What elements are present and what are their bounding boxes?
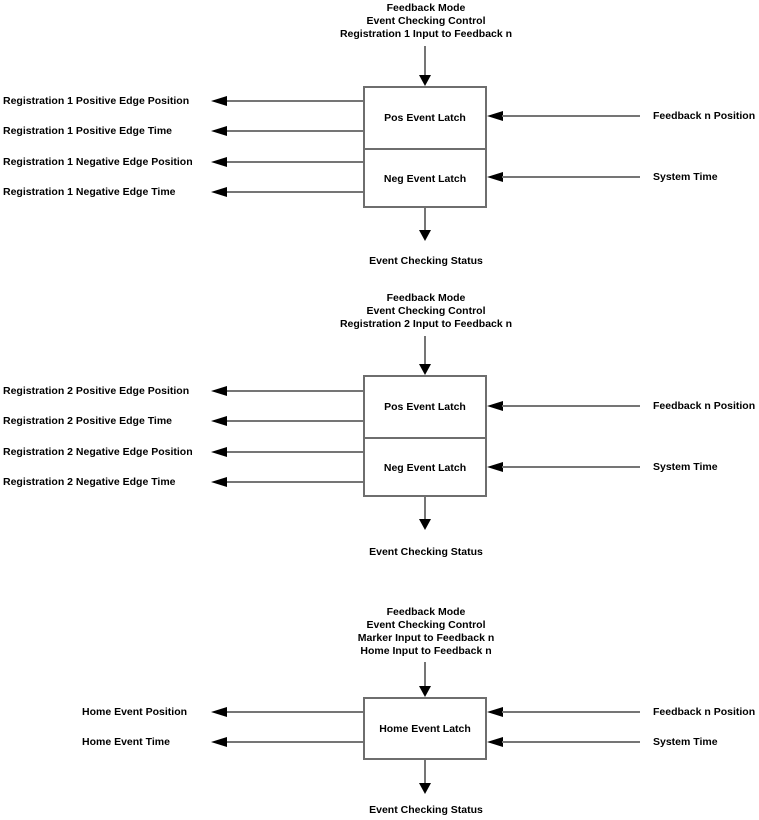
status-label: Event Checking Status — [369, 546, 483, 558]
left-output-arrowhead-icon — [211, 126, 227, 136]
diagram-header: Feedback Mode Event Checking Control Reg… — [226, 2, 626, 41]
header-line: Registration 1 Input to Feedback n — [339, 28, 513, 40]
event-latch-box: Pos Event Latch Neg Event Latch — [363, 86, 487, 208]
header-line: Event Checking Control — [366, 619, 486, 631]
header-line: Feedback Mode — [386, 292, 466, 304]
right-input-label: Feedback n Position — [653, 400, 756, 412]
status-output-arrowhead-down-icon — [419, 519, 431, 530]
left-output-arrowhead-icon — [211, 707, 227, 717]
left-output-arrow-line — [226, 741, 363, 743]
status-output-arrow-line — [424, 208, 426, 231]
control-input-arrowhead-down-icon — [419, 75, 431, 86]
latch-compartment-label: Pos Event Latch — [384, 401, 466, 413]
latch-compartment-neg: Neg Event Latch — [365, 150, 485, 208]
right-input-arrow-line — [502, 405, 640, 407]
left-output-label: Registration 1 Negative Edge Position — [3, 156, 193, 168]
status-output-arrowhead-down-icon — [419, 230, 431, 241]
left-output-arrowhead-icon — [211, 477, 227, 487]
left-output-arrow-line — [226, 481, 363, 483]
control-input-arrow-line — [424, 336, 426, 365]
left-output-label: Home Event Time — [82, 736, 170, 748]
status-output-arrowhead-down-icon — [419, 783, 431, 794]
status-label: Event Checking Status — [369, 255, 483, 267]
right-input-label: Feedback n Position — [653, 706, 756, 718]
left-output-arrowhead-icon — [211, 157, 227, 167]
latch-compartment-label: Home Event Latch — [379, 722, 471, 735]
status-output-arrow-line — [424, 760, 426, 784]
latch-compartment-pos: Pos Event Latch — [365, 88, 485, 150]
latch-compartment-neg: Neg Event Latch — [365, 439, 485, 497]
status-label: Event Checking Status — [369, 804, 483, 816]
right-input-arrowhead-icon — [487, 401, 503, 411]
left-output-arrow-line — [226, 191, 363, 193]
header-line: Home Input to Feedback n — [360, 645, 492, 657]
left-output-arrow-line — [226, 161, 363, 163]
diagram-header: Feedback Mode Event Checking Control Mar… — [226, 606, 626, 658]
header-line: Registration 2 Input to Feedback n — [339, 318, 513, 330]
right-input-arrowhead-icon — [487, 737, 503, 747]
right-input-label: System Time — [653, 171, 718, 183]
left-output-arrow-line — [226, 390, 363, 392]
control-input-arrowhead-down-icon — [419, 686, 431, 697]
control-input-arrowhead-down-icon — [419, 364, 431, 375]
right-input-arrowhead-icon — [487, 111, 503, 121]
right-input-arrow-line — [502, 741, 640, 743]
left-output-arrowhead-icon — [211, 96, 227, 106]
right-input-label: System Time — [653, 461, 718, 473]
header-line: Feedback Mode — [386, 2, 466, 14]
header-line: Event Checking Control — [366, 15, 486, 27]
left-output-arrow-line — [226, 451, 363, 453]
header-line: Feedback Mode — [386, 606, 466, 618]
left-output-label: Registration 2 Positive Edge Time — [3, 415, 173, 427]
left-output-arrowhead-icon — [211, 386, 227, 396]
latch-compartment-home: Home Event Latch — [365, 699, 485, 758]
left-output-arrow-line — [226, 100, 363, 102]
left-output-label: Registration 2 Negative Edge Position — [3, 446, 193, 458]
left-output-label: Home Event Position — [82, 706, 188, 718]
left-output-arrowhead-icon — [211, 187, 227, 197]
left-output-arrowhead-icon — [211, 447, 227, 457]
left-output-arrowhead-icon — [211, 416, 227, 426]
latch-compartment-label: Neg Event Latch — [383, 173, 467, 185]
left-output-arrow-line — [226, 420, 363, 422]
right-input-label: Feedback n Position — [653, 110, 756, 122]
control-input-arrow-line — [424, 46, 426, 76]
left-output-arrow-line — [226, 130, 363, 132]
diagram-header: Feedback Mode Event Checking Control Reg… — [226, 292, 626, 331]
left-output-label: Registration 2 Negative Edge Time — [3, 476, 176, 488]
event-latch-box: Pos Event Latch Neg Event Latch — [363, 375, 487, 497]
left-output-arrowhead-icon — [211, 737, 227, 747]
event-latch-box: Home Event Latch — [363, 697, 487, 760]
latch-compartment-label: Neg Event Latch — [383, 462, 467, 474]
right-input-arrow-line — [502, 466, 640, 468]
right-input-arrow-line — [502, 176, 640, 178]
left-output-arrow-line — [226, 711, 363, 713]
status-output-arrow-line — [424, 497, 426, 520]
right-input-arrow-line — [502, 115, 640, 117]
left-output-label: Registration 1 Positive Edge Position — [3, 95, 190, 107]
right-input-label: System Time — [653, 736, 718, 748]
right-input-arrowhead-icon — [487, 462, 503, 472]
left-output-label: Registration 2 Positive Edge Position — [3, 385, 190, 397]
control-input-arrow-line — [424, 662, 426, 687]
left-output-label: Registration 1 Negative Edge Time — [3, 186, 176, 198]
latch-compartment-label: Pos Event Latch — [384, 112, 466, 124]
right-input-arrowhead-icon — [487, 707, 503, 717]
header-line: Event Checking Control — [366, 305, 486, 317]
right-input-arrowhead-icon — [487, 172, 503, 182]
header-line: Marker Input to Feedback n — [357, 632, 495, 644]
left-output-label: Registration 1 Positive Edge Time — [3, 125, 173, 137]
right-input-arrow-line — [502, 711, 640, 713]
latch-compartment-pos: Pos Event Latch — [365, 377, 485, 439]
